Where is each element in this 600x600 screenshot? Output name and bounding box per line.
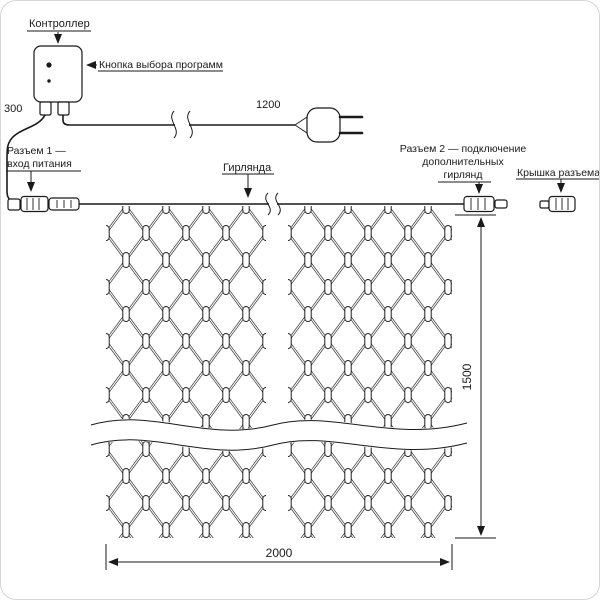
connector-2: [463, 195, 576, 213]
dim-1500-label: 1500: [460, 363, 474, 390]
net: [87, 206, 470, 538]
cable-to-power-input: [6, 114, 46, 202]
cable-to-mains-plug: [62, 115, 295, 126]
connector1-label-line2: вход питания: [7, 158, 72, 170]
dimension-width: 2000: [105, 544, 453, 570]
cables: 1200: [6, 99, 295, 202]
indicator-dot: [47, 79, 51, 83]
connector1-end-plug: [7, 198, 21, 211]
connector2-label-line3: гирлянд: [444, 169, 483, 181]
mains-plug: [294, 107, 364, 143]
controller-box: [33, 45, 83, 103]
connector2-tip: [494, 199, 508, 209]
connector-cap-label: Крышка разъема: [517, 167, 600, 179]
break-symbol: [187, 110, 193, 139]
net-break-band: [87, 418, 470, 452]
connector-1: [7, 195, 80, 213]
connector2-label-line1: Разъем 2 — подключение: [400, 143, 527, 155]
controller-output-stub-left: [39, 101, 52, 116]
plug-body: [306, 107, 341, 143]
connector1-label-line1: Разъем 1 —: [7, 145, 66, 157]
dim-2000-label: 2000: [266, 546, 293, 560]
break-symbol: [171, 110, 177, 139]
cable-break-gap: [175, 115, 189, 135]
dimension-height: 1500: [455, 214, 496, 539]
connector1-body: [20, 195, 49, 213]
wave-line: [90, 419, 468, 431]
program-button-label: Кнопка выбора программ: [99, 59, 223, 71]
dim-1200-label: 1200: [256, 99, 280, 111]
plug-cable-taper: [294, 116, 308, 134]
connector2-body: [463, 195, 495, 213]
net-panel-left: [106, 206, 266, 538]
program-button-dot: [46, 62, 52, 68]
dim-300-label: 300: [4, 103, 22, 115]
net-panel-right: [288, 206, 452, 538]
garland-label: Гирлянда: [223, 162, 272, 174]
controller: Контроллер: [27, 18, 91, 116]
net-break-wave-top: [90, 419, 468, 431]
program-button-callout: Кнопка выбора программ 300: [4, 59, 223, 115]
net-break-wave-bottom: [90, 439, 468, 451]
controller-output-stub-right: [57, 101, 70, 116]
connector2-label-line2: дополнительных: [422, 156, 504, 168]
break-symbol: [265, 192, 271, 216]
callouts: Разъем 1 — вход питания Гирлянда Разъем …: [6, 143, 600, 198]
controller-label: Контроллер: [29, 18, 90, 30]
break-symbol: [275, 192, 281, 216]
wave-line: [90, 439, 468, 451]
cap-neck: [539, 200, 550, 209]
